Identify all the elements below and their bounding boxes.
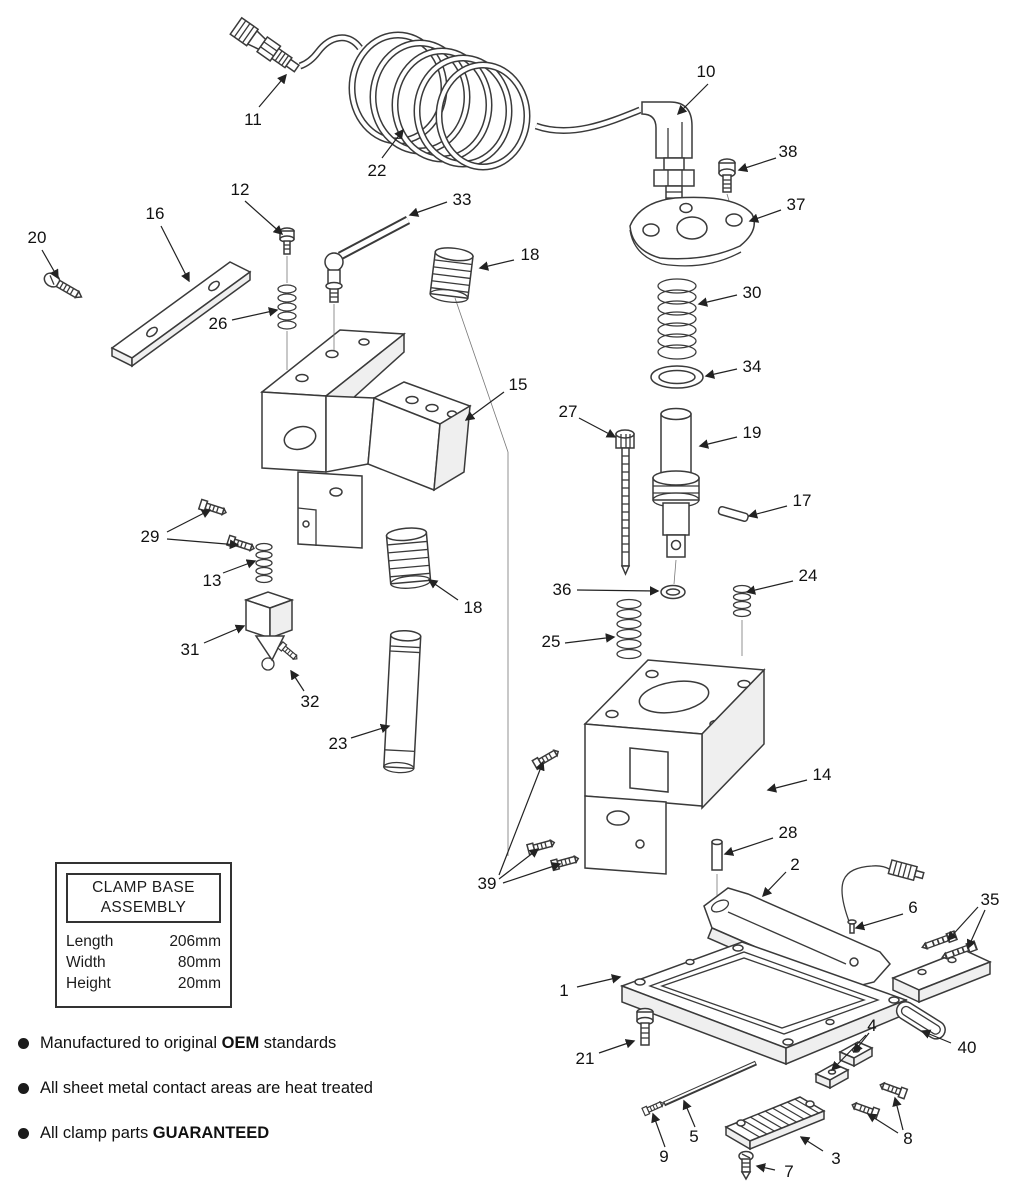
main-body-block [583, 659, 766, 875]
upper-body-block [260, 329, 472, 549]
part-number-20: 20 [27, 228, 47, 247]
part-number-35: 35 [980, 890, 1000, 909]
elbow-fitting [641, 101, 695, 221]
part-number-33: 33 [452, 190, 472, 209]
part-number-5: 5 [689, 1127, 699, 1146]
part-number-18: 18 [463, 598, 483, 617]
spring-26 [277, 284, 297, 370]
part-number-22: 22 [367, 161, 387, 180]
base-plate [619, 941, 909, 1066]
serrated-plate [724, 1096, 826, 1151]
part-number-17: 17 [792, 491, 812, 510]
footnote-text: All clamp parts GUARANTEED [40, 1123, 270, 1142]
o-ring-34 [650, 365, 704, 389]
part-number-34: 34 [742, 357, 762, 376]
leader-lines [41, 73, 986, 1173]
part-number-14: 14 [812, 765, 832, 784]
part-number-32: 32 [300, 692, 320, 711]
part-number-28: 28 [778, 823, 798, 842]
spring-24 [732, 584, 752, 656]
handle-lever [324, 216, 411, 350]
bullet-icon [18, 1038, 29, 1050]
bullet-icon [18, 1083, 29, 1095]
rail-35 [891, 949, 992, 1004]
part-number-7: 7 [784, 1162, 794, 1181]
footnotes: Manufactured to original OEM standards A… [18, 1034, 558, 1168]
bullet-icon [18, 1127, 29, 1139]
part-number-39: 39 [477, 874, 497, 893]
part-number-30: 30 [742, 283, 762, 302]
cylinder-23 [383, 629, 422, 774]
part-number-11: 11 [244, 110, 262, 129]
info-box-title-line1: CLAMP BASE [92, 879, 195, 896]
spec-row-height: Height 20mm [66, 974, 221, 995]
bolt-21 [636, 1007, 654, 1046]
spec-list: Length 206mm Width 80mm Height 20mm [66, 932, 221, 995]
part-number-29: 29 [140, 527, 160, 546]
o-ring-36 [660, 584, 686, 600]
hose-fitting [229, 16, 300, 73]
part-number-2: 2 [790, 855, 800, 874]
spec-label: Height [66, 974, 111, 992]
part-number-8: 8 [903, 1129, 913, 1148]
spec-value: 20mm [177, 974, 221, 992]
footnote-heat-treated: All sheet metal contact areas are heat t… [18, 1079, 558, 1099]
footnote-guaranteed: All clamp parts GUARANTEED [18, 1124, 558, 1144]
part-number-23: 23 [328, 734, 348, 753]
clamp-base-assembly-box: CLAMP BASE ASSEMBLY Length 206mm Width 8… [55, 862, 232, 1008]
part-number-9: 9 [659, 1147, 669, 1166]
spec-row-width: Width 80mm [66, 953, 221, 974]
part-number-18: 18 [520, 245, 540, 264]
part-number-25: 25 [541, 632, 561, 651]
grip-handle [895, 1001, 946, 1040]
part-number-27: 27 [558, 402, 578, 421]
footnote-text: All sheet metal contact areas are heat t… [40, 1078, 373, 1097]
part-number-16: 16 [145, 204, 165, 223]
part-number-6: 6 [908, 898, 918, 917]
info-box-title: CLAMP BASE ASSEMBLY [66, 873, 221, 923]
footnote-text: Manufactured to original OEM standards [40, 1034, 337, 1052]
part-number-3: 3 [831, 1149, 841, 1168]
part-number-26: 26 [208, 314, 228, 333]
part-number-31: 31 [180, 640, 200, 659]
knurled-roller-upper [429, 247, 474, 303]
part-number-4: 4 [867, 1016, 877, 1035]
part-number-21: 21 [575, 1049, 595, 1068]
spec-row-length: Length 206mm [66, 932, 221, 953]
part-number-40: 40 [957, 1038, 977, 1057]
part-number-36: 36 [552, 580, 572, 599]
construction-lines [454, 297, 509, 856]
footnote-oem: Manufactured to original OEM standards [18, 1034, 558, 1054]
spring-25 [616, 598, 642, 660]
part-number-37: 37 [786, 195, 806, 214]
part-number-15: 15 [508, 375, 528, 394]
spec-label: Width [66, 953, 106, 971]
spring-30 [657, 278, 697, 360]
part-number-38: 38 [778, 142, 798, 161]
spec-value: 206mm [169, 932, 221, 950]
long-bolt-27 [615, 429, 635, 576]
part-number-13: 13 [202, 571, 222, 590]
part-number-24: 24 [798, 566, 818, 585]
spec-label: Length [66, 932, 114, 950]
spec-value: 80mm [177, 953, 221, 971]
knurled-roller-lower [385, 527, 432, 589]
coiled-hose [298, 31, 642, 171]
part-number-1: 1 [559, 981, 569, 1000]
mount-plate [629, 196, 755, 267]
spring-13 [255, 542, 273, 584]
screw-7 [738, 1150, 754, 1181]
info-box-title-line2: ASSEMBLY [100, 898, 187, 916]
part-number-12: 12 [230, 180, 250, 199]
part-number-10: 10 [696, 62, 716, 81]
hex-adapter [243, 591, 295, 671]
screw-20 [43, 272, 83, 299]
pin-28 [711, 838, 723, 898]
piston [652, 407, 700, 585]
part-number-19: 19 [742, 423, 762, 442]
rod-5 [662, 1060, 758, 1107]
bolt-38 [718, 158, 736, 215]
mount-bar [110, 261, 252, 368]
